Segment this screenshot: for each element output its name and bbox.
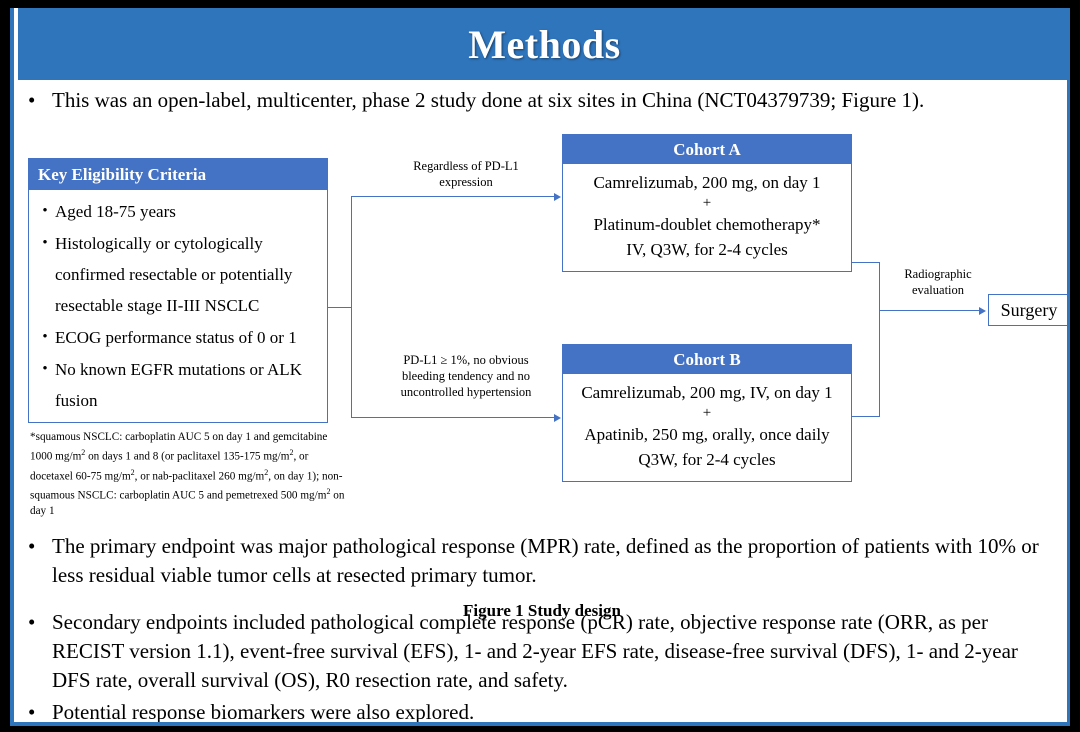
- eligibility-item-label: No known EGFR mutations or ALK fusion: [55, 360, 302, 410]
- cohort-b-body: Camrelizumab, 200 mg, IV, on day 1 + Apa…: [563, 374, 851, 481]
- slide-title-band: Methods: [18, 8, 1067, 80]
- annotation-radiographic-evaluation: Radiographic evaluation: [888, 266, 988, 298]
- bullet-dot-icon: •: [28, 700, 36, 724]
- bullet-intro: • This was an open-label, multicenter, p…: [28, 86, 1058, 115]
- eligibility-header: Key Eligibility Criteria: [29, 159, 327, 190]
- annotation-line: uncontrolled hypertension: [400, 385, 532, 399]
- connector-line: [879, 262, 881, 417]
- bullet-biomarkers: • Potential response biomarkers were als…: [28, 698, 1060, 724]
- figure-footnote: *squamous NSCLC: carboplatin AUC 5 on da…: [30, 430, 352, 519]
- list-item: • No known EGFR mutations or ALK fusion: [35, 354, 323, 416]
- bullet-secondary-endpoints: • Secondary endpoints included pathologi…: [28, 608, 1060, 695]
- annotation-regardless-pdl1: Regardless of PD-L1 expression: [386, 158, 546, 190]
- bullet-dot-icon: •: [42, 203, 48, 219]
- connector-line: [351, 417, 555, 419]
- connector-line: [852, 416, 880, 418]
- cohort-a-box: Cohort A Camrelizumab, 200 mg, on day 1 …: [562, 134, 852, 272]
- bullet-dot-icon: •: [28, 534, 36, 558]
- bullet-dot-icon: •: [42, 329, 48, 345]
- cohort-a-line3: IV, Q3W, for 2-4 cycles: [626, 240, 788, 259]
- surgery-label: Surgery: [1000, 300, 1058, 320]
- eligibility-criteria-box: Key Eligibility Criteria • Aged 18-75 ye…: [28, 158, 328, 423]
- connector-line: [879, 310, 981, 312]
- bullet-dot-icon: •: [42, 361, 48, 377]
- plus-symbol: +: [702, 195, 712, 211]
- connector-line: [328, 307, 352, 309]
- footnote-superscript: 2: [264, 467, 269, 477]
- cohort-b-line1: Camrelizumab, 200 mg, IV, on day 1: [581, 383, 833, 402]
- bullet-primary-text: The primary endpoint was major pathologi…: [52, 534, 1039, 587]
- eligibility-item-label: ECOG performance status of 0 or 1: [55, 328, 297, 347]
- footnote-superscript: 2: [289, 448, 294, 457]
- connector-line: [852, 262, 880, 264]
- footnote-line2-a: paclitaxel 135-175 mg/m: [176, 450, 290, 463]
- connector-line: [351, 196, 555, 198]
- bullet-dot-icon: •: [28, 610, 36, 634]
- footnote-superscript: 2: [130, 467, 135, 477]
- plus-symbol: +: [702, 405, 712, 421]
- annotation-line: Regardless of PD-L1: [413, 159, 519, 173]
- footnote-superscript: 2: [326, 487, 331, 497]
- footnote-line1-a: *squamous NSCLC: carboplatin AUC 5 on da…: [30, 431, 328, 463]
- footnote-line1-b: on days 1 and 8 (or: [85, 450, 175, 463]
- arrow-head-icon: [554, 413, 561, 422]
- bullet-secondary-text: Secondary endpoints included pathologica…: [52, 610, 1018, 692]
- arrow-head-icon: [979, 306, 986, 315]
- list-item: • Aged 18-75 years: [35, 196, 323, 227]
- cohort-a-header: Cohort A: [563, 135, 851, 164]
- bullet-biomarkers-text: Potential response biomarkers were also …: [52, 700, 475, 724]
- cohort-a-body: Camrelizumab, 200 mg, on day 1 + Platinu…: [563, 164, 851, 271]
- footnote-line2-d: , on day 1); non-: [268, 470, 343, 483]
- annotation-line: evaluation: [911, 283, 965, 297]
- cohort-b-header: Cohort B: [563, 345, 851, 374]
- bullet-intro-text: This was an open-label, multicenter, pha…: [52, 88, 925, 112]
- page-title: Methods: [468, 22, 621, 67]
- eligibility-item-label: Histologically or cytologically confirme…: [55, 234, 293, 315]
- cohort-b-box: Cohort B Camrelizumab, 200 mg, IV, on da…: [562, 344, 852, 482]
- annotation-line: Radiographic: [904, 267, 972, 281]
- slide-canvas: Methods • This was an open-label, multic…: [10, 8, 1070, 726]
- bullet-dot-icon: •: [28, 88, 36, 112]
- annotation-line: PD-L1 ≥ 1%, no obvious: [403, 353, 529, 367]
- cohort-a-line2: Platinum-doublet chemotherapy*: [593, 215, 821, 234]
- figure-caption: Figure 1 Study design: [463, 601, 621, 620]
- cohort-a-line1: Camrelizumab, 200 mg, on day 1: [593, 173, 821, 192]
- cohort-b-line3: Q3W, for 2-4 cycles: [638, 450, 776, 469]
- cohort-b-line2: Apatinib, 250 mg, orally, once daily: [584, 425, 830, 444]
- annotation-line: expression: [439, 175, 493, 189]
- bullet-primary-endpoint: • The primary endpoint was major patholo…: [28, 532, 1060, 590]
- annotation-line: bleeding tendency and no: [401, 369, 531, 383]
- list-item: • Histologically or cytologically confir…: [35, 228, 323, 321]
- footnote-superscript: 2: [81, 448, 86, 457]
- footnote-line2-b: , or docetaxel 60-75 mg/m: [30, 450, 309, 483]
- footnote-line3-b: on day 1: [30, 490, 345, 518]
- surgery-box: Surgery: [988, 294, 1067, 326]
- connector-line: [351, 196, 353, 418]
- footnote-line2-c: , or nab-paclitaxel 260 mg/m: [134, 470, 265, 483]
- footnote-line3-a: squamous NSCLC: carboplatin AUC 5 and pe…: [30, 490, 327, 503]
- annotation-pdl1-criteria: PD-L1 ≥ 1%, no obvious bleeding tendency…: [374, 352, 558, 400]
- list-item: • ECOG performance status of 0 or 1: [35, 322, 323, 353]
- bullet-dot-icon: •: [42, 235, 48, 251]
- eligibility-list: • Aged 18-75 years • Histologically or c…: [29, 190, 327, 416]
- study-design-figure: Key Eligibility Criteria • Aged 18-75 ye…: [14, 118, 1067, 620]
- arrow-head-icon: [554, 192, 561, 201]
- eligibility-item-label: Aged 18-75 years: [55, 202, 176, 221]
